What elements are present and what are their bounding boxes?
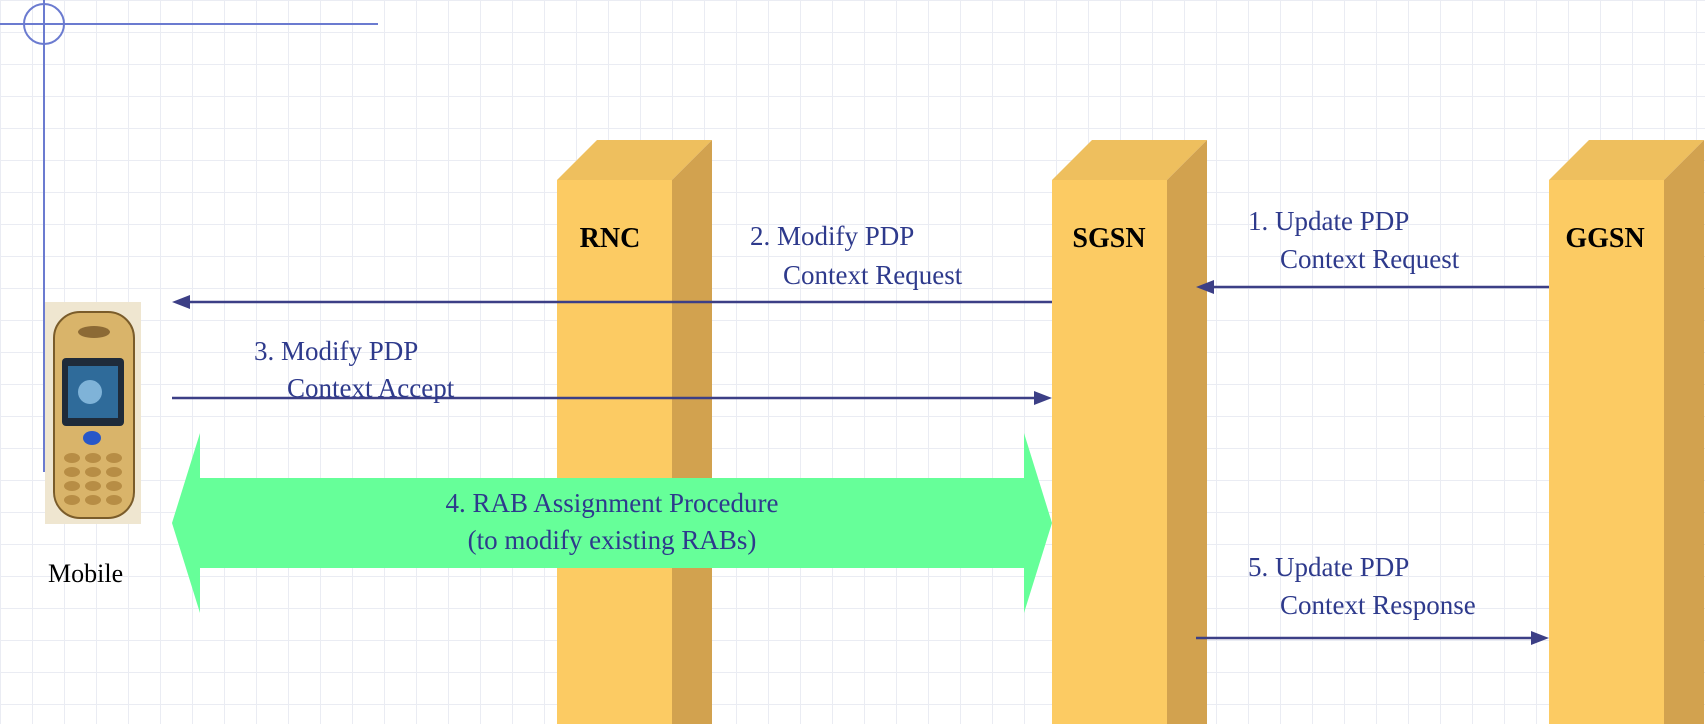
message-2-arrow xyxy=(172,295,1052,309)
message-2-line1: 2. Modify PDP xyxy=(750,221,914,251)
rab-label-line2: (to modify existing RABs) xyxy=(468,525,757,555)
message-3-arrow xyxy=(172,391,1052,405)
rab-assignment-band: 4. RAB Assignment Procedure (to modify e… xyxy=(172,433,1052,613)
mobile-phone-icon xyxy=(45,302,141,524)
mobile-label: Mobile xyxy=(48,559,123,588)
message-1-line2: Context Request xyxy=(1280,244,1460,274)
rnc-label: RNC xyxy=(580,223,641,254)
message-5-line1: 5. Update PDP xyxy=(1248,552,1409,582)
message-5-line2: Context Response xyxy=(1280,590,1476,620)
message-3-line1: 3. Modify PDP xyxy=(254,336,418,366)
rnc-pillar: RNC xyxy=(557,140,712,724)
corner-decoration xyxy=(0,0,378,472)
message-2-line2: Context Request xyxy=(783,260,963,290)
message-1-line1: 1. Update PDP xyxy=(1248,206,1409,236)
message-3-line2: Context Accept xyxy=(287,373,455,403)
message-5-arrow xyxy=(1196,631,1549,645)
message-1-arrow xyxy=(1196,280,1549,294)
sgsn-label: SGSN xyxy=(1072,223,1145,254)
sgsn-pillar: SGSN xyxy=(1052,140,1207,724)
ggsn-label: GGSN xyxy=(1565,223,1644,254)
rab-label-line1: 4. RAB Assignment Procedure xyxy=(446,488,779,518)
ggsn-pillar: GGSN xyxy=(1549,140,1704,724)
